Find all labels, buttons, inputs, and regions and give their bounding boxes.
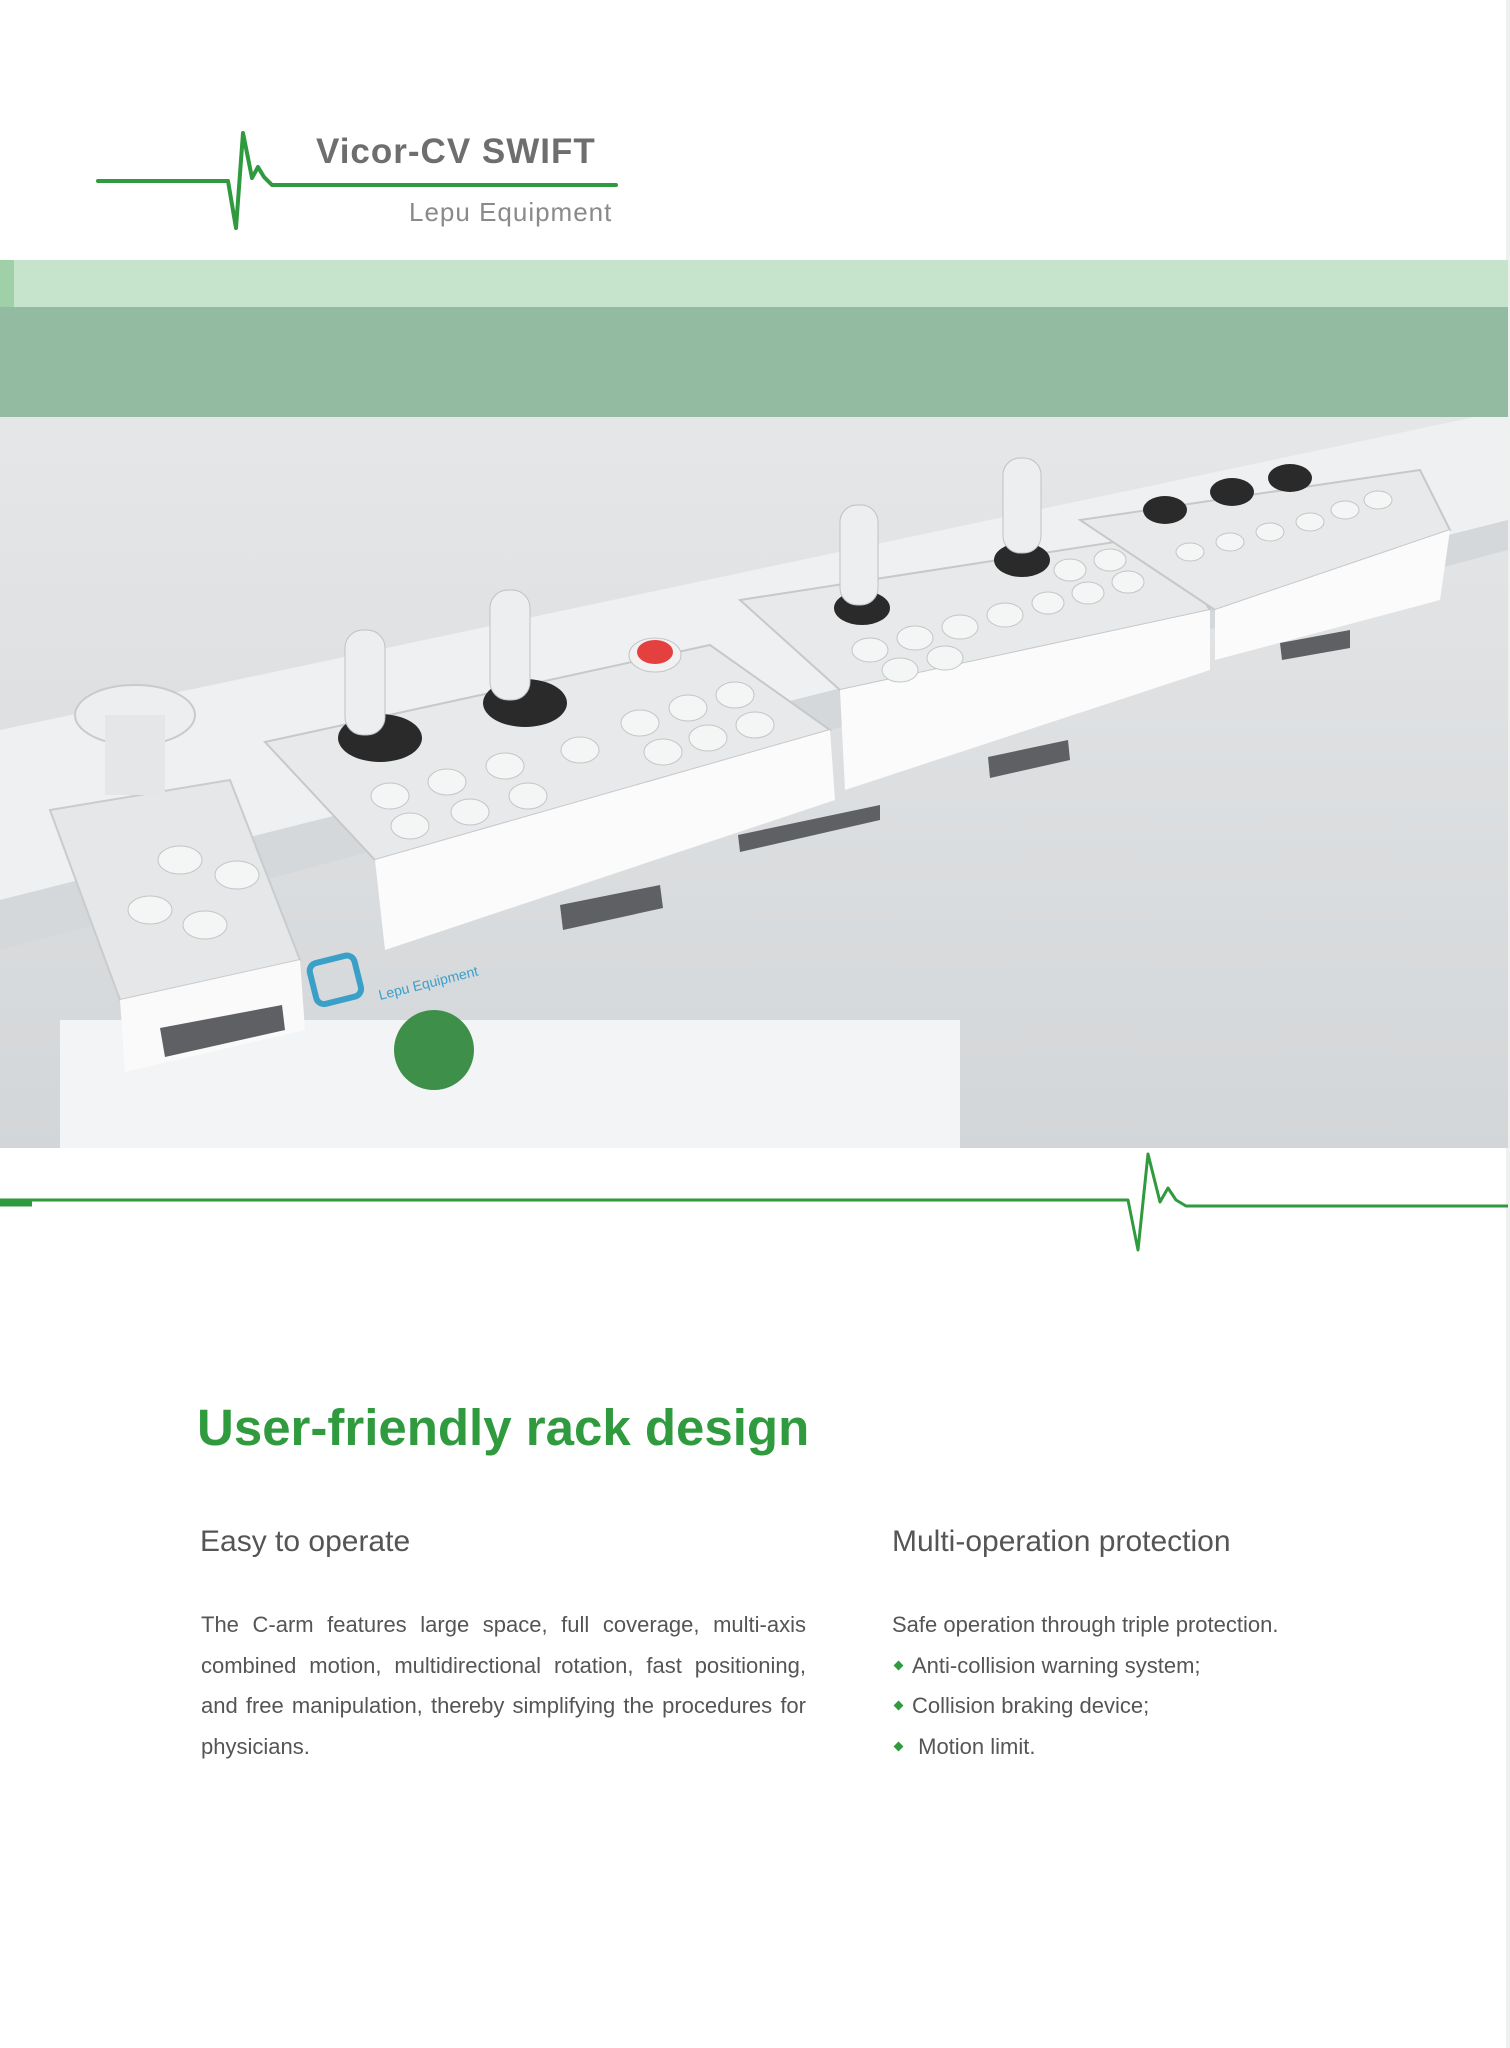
diamond-bullet-icon — [893, 1700, 904, 1711]
section-title: User-friendly rack design — [197, 1399, 810, 1456]
protection-list: Anti-collision warning system; Collision… — [892, 1646, 1452, 1768]
list-item: Motion limit. — [892, 1727, 1452, 1768]
list-item: Anti-collision warning system; — [892, 1646, 1452, 1687]
green-band-dark — [0, 307, 1508, 417]
panel-brand-label: Lepu Equipment — [377, 963, 480, 1003]
diamond-bullet-icon — [893, 1660, 904, 1670]
protection-intro: Safe operation through triple protection… — [892, 1612, 1279, 1637]
column-heading: Multi-operation protection — [892, 1525, 1231, 1558]
list-item: Collision braking device; — [892, 1686, 1452, 1727]
control-panel-photo-icon: Lepu Equipment — [0, 410, 1508, 1148]
company-name: Lepu Equipment — [409, 197, 613, 227]
page-edge — [1506, 0, 1510, 2048]
easy-to-operate-column: Easy to operate The C-arm features large… — [200, 1525, 806, 1767]
column-heading: Easy to operate — [200, 1525, 411, 1558]
product-photo: Lepu Equipment — [0, 260, 1508, 1148]
diamond-bullet-icon — [893, 1741, 904, 1751]
product-name: Vicor-CV SWIFT — [316, 132, 596, 171]
protection-column: Multi-operation protection Safe operatio… — [892, 1525, 1452, 1767]
heartbeat-divider-icon — [0, 1152, 1508, 1252]
green-band-light — [0, 260, 1508, 307]
heartbeat-logo-icon — [96, 131, 618, 230]
column-body-text: The C-arm features large space, full cov… — [201, 1612, 806, 1759]
green-band-edge — [0, 260, 14, 307]
